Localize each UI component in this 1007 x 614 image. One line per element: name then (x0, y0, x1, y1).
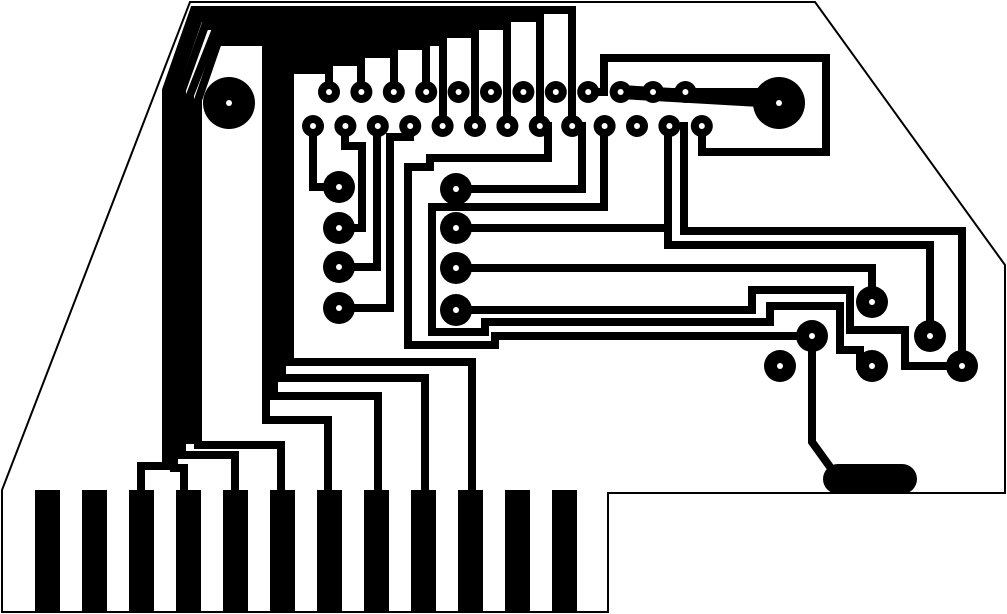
header-pin-top-drill (650, 89, 656, 95)
header-pin-bottom-drill (310, 123, 316, 129)
header-pin-bottom-drill (374, 123, 381, 129)
trace (178, 22, 511, 494)
component-pad-drill (927, 333, 933, 339)
edge-connector (35, 490, 577, 612)
component-pad-drill (336, 225, 342, 231)
header-pin-bottom-drill (536, 123, 543, 129)
header-pin-bottom-drill (569, 123, 576, 129)
component-pad-drill (809, 333, 815, 339)
header-pin-top-drill (617, 89, 624, 95)
edge-finger-12 (552, 490, 577, 612)
trace (186, 30, 479, 444)
header-pin-top-drill (423, 89, 430, 95)
header-pin-bottom-drill (342, 123, 349, 129)
component-pad-drill (453, 225, 459, 231)
trace (680, 122, 966, 370)
edge-finger-8 (364, 490, 389, 612)
mounting-hole-drill (226, 100, 232, 106)
trace (452, 122, 586, 193)
trace (808, 332, 844, 484)
trace (170, 14, 544, 494)
header-pin-top-drill (552, 89, 559, 95)
component-pad-drill (959, 363, 965, 369)
header-pin-bottom-drill (472, 123, 478, 129)
edge-finger-10 (458, 490, 483, 612)
header-pin-top-drill (358, 89, 365, 95)
header-pin-bottom-drill (407, 123, 414, 129)
component-pad-drill (336, 184, 342, 190)
header-connector (302, 81, 713, 137)
header-pin-top-drill (585, 89, 592, 95)
header-pin-top-drill (326, 89, 332, 95)
component-pad-drill (453, 307, 459, 313)
trace (278, 58, 429, 494)
edge-finger-5 (223, 490, 248, 612)
header-pin-top-drill (488, 89, 494, 95)
component-pad-drill (336, 264, 342, 270)
trace (664, 122, 934, 340)
trace (194, 38, 447, 494)
mounting-hole-drill (776, 100, 782, 106)
edge-finger-1 (35, 490, 60, 612)
component-pad-drill (453, 265, 459, 271)
header-pin-top-drill (682, 89, 689, 95)
header-pin-bottom-drill (504, 123, 511, 129)
mounting-holes (203, 77, 805, 129)
edge-finger-9 (411, 490, 436, 612)
trace (428, 122, 876, 370)
header-pin-bottom-drill (439, 123, 446, 129)
component-pad-drill (336, 305, 342, 311)
edge-finger-4 (176, 490, 201, 612)
header-pin-top-drill (390, 89, 397, 95)
header-pin-bottom-drill (666, 123, 673, 129)
trace (404, 122, 804, 349)
component-pad-drill (453, 186, 459, 192)
edge-finger-6 (270, 490, 295, 612)
edge-finger-11 (505, 490, 530, 612)
header-pin-bottom-drill (601, 123, 608, 129)
trace (262, 42, 430, 494)
trace (584, 54, 830, 156)
edge-finger-7 (317, 490, 342, 612)
header-pin-top-drill (455, 89, 462, 95)
header-pin-top-drill (520, 89, 527, 95)
component-pad-drill (869, 299, 875, 305)
component-pad-drill (777, 363, 783, 369)
header-pin-bottom-drill (698, 123, 705, 129)
edge-finger-3 (129, 490, 154, 612)
trace (286, 66, 476, 494)
component-pads (323, 171, 978, 382)
component-pad-drill (869, 363, 875, 369)
header-pin-bottom-drill (634, 123, 640, 129)
trace (270, 50, 398, 494)
edge-finger-2 (82, 490, 107, 612)
trace (452, 286, 966, 370)
trace (137, 6, 576, 494)
